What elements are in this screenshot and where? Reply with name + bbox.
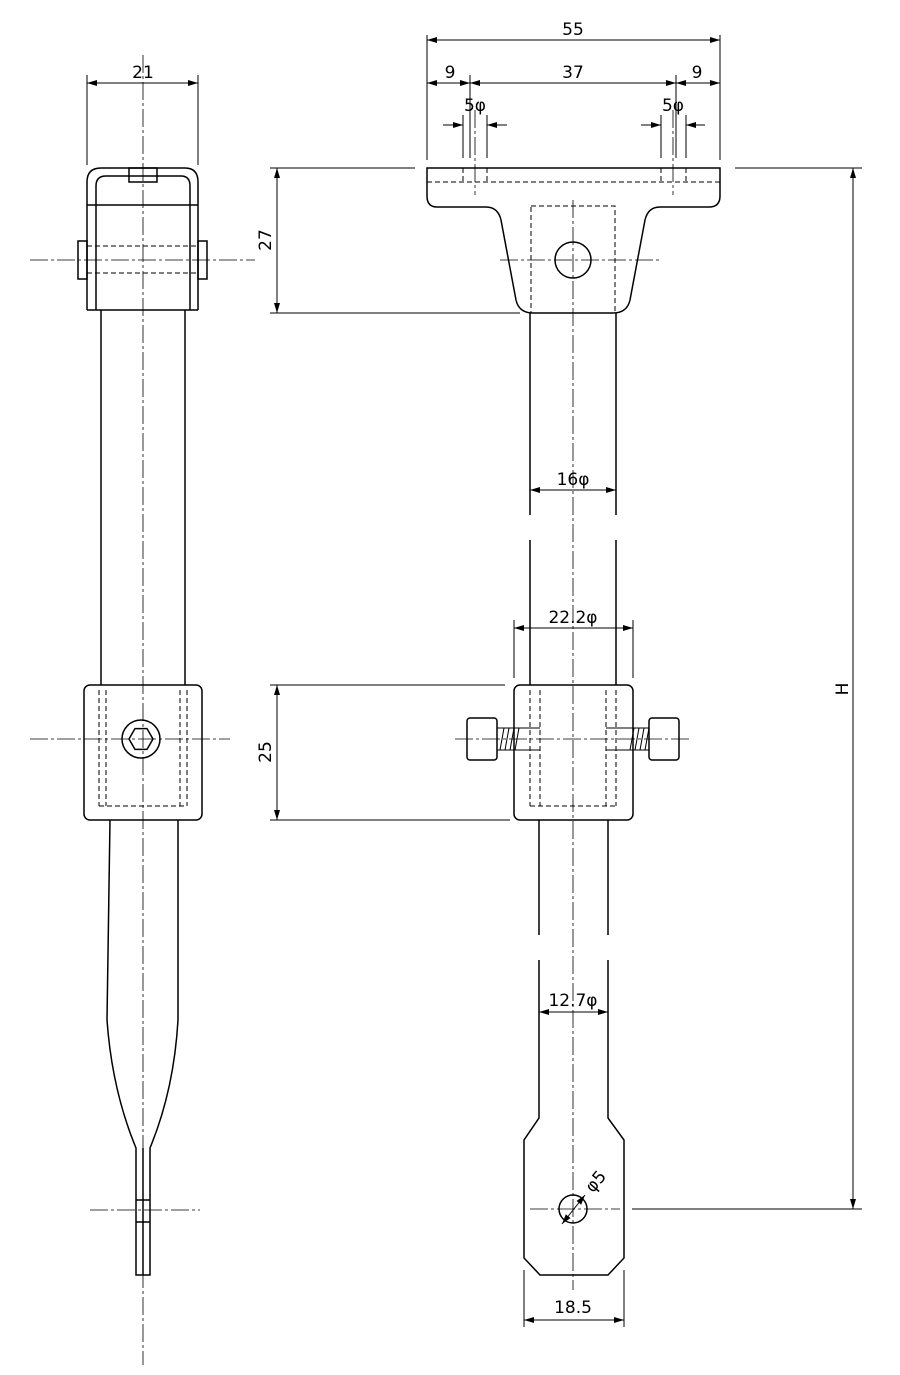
side-bracket-outer (86, 167, 199, 310)
side-collar (83, 684, 203, 821)
dim-label-collar-height: 25 (256, 741, 276, 763)
dim-label-lower-rod: 12.7φ (548, 991, 597, 1011)
dim-label-tip-width: 18.5 (554, 1298, 592, 1318)
dim-label-collar: 22.2φ (548, 608, 597, 628)
dim-label-left-offset: 9 (445, 63, 456, 83)
front-collar (513, 684, 634, 821)
dim-label-right-hole: 5φ (662, 96, 684, 116)
front-view: φ5 (426, 110, 721, 1290)
dim-line-tip-hole (561, 1194, 586, 1225)
dim-label-overall-width: 55 (562, 20, 584, 40)
dim-label-hole-spacing: 37 (562, 63, 584, 83)
dim-label-flange-height: 27 (256, 229, 276, 251)
dim-label-tip-hole: φ5 (581, 1167, 610, 1197)
side-bracket-slot (128, 167, 158, 183)
front-tip (523, 960, 625, 1276)
front-socket-hidden (530, 205, 616, 314)
dim-label-side-width: 21 (132, 63, 154, 83)
dim-label-left-hole: 5φ (464, 96, 486, 116)
dim-label-right-offset: 9 (692, 63, 703, 83)
dim-label-total-height: H (833, 683, 853, 696)
dim-label-upper-rod: 16φ (557, 470, 590, 490)
front-dimensions: 55 9 37 9 5φ 5φ 27 16φ 22.2φ 25 (256, 20, 862, 1327)
side-view: 21 (30, 55, 255, 1365)
front-flange (426, 167, 721, 314)
side-bracket-inner (95, 175, 191, 310)
